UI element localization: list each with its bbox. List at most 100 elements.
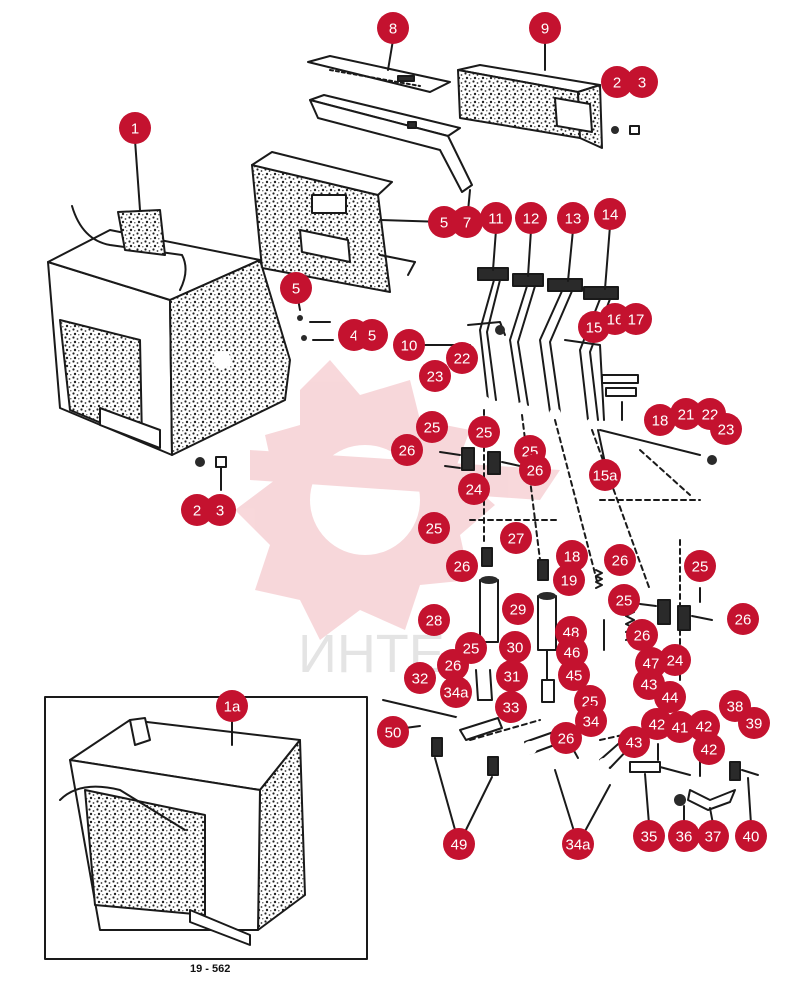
- callout-label: 30: [507, 640, 524, 657]
- callout-badge: [204, 494, 236, 526]
- callout-badge: [626, 619, 658, 651]
- lower-left-linkage: [382, 669, 503, 776]
- callout-label: 24: [466, 482, 483, 499]
- callout-11: 11: [480, 202, 512, 234]
- callout-badge: [440, 676, 472, 708]
- callout-label: 36: [676, 829, 693, 846]
- callout-label: 43: [641, 677, 658, 694]
- assembly-drawing: 19 - 562: [44, 39, 759, 975]
- callout-label: 4: [350, 328, 358, 345]
- callout-27: 27: [500, 522, 532, 554]
- callout-badge: [727, 603, 759, 635]
- callout-label: 25: [426, 521, 443, 538]
- callout-14: 14: [594, 198, 626, 230]
- callout-label: 19: [561, 573, 578, 590]
- callout-18: 18: [644, 404, 676, 436]
- callout-badge: [738, 707, 770, 739]
- callout-15a: 15a: [589, 459, 621, 491]
- callout-label: 26: [558, 731, 575, 748]
- callout-37: 37: [697, 820, 729, 852]
- figure-caption: 19 - 562: [190, 963, 230, 975]
- callout-26: 26: [727, 603, 759, 635]
- callout-26: 26: [519, 454, 551, 486]
- callout-badge: [529, 12, 561, 44]
- callout-badge: [419, 360, 451, 392]
- inset-1a: [44, 696, 368, 960]
- callout-26: 26: [604, 544, 636, 576]
- callout-badge: [500, 522, 532, 554]
- callout-34a: 34a: [440, 676, 472, 708]
- callout-badge: [356, 319, 388, 351]
- callout-label: 5: [368, 328, 376, 345]
- callout-label: 2: [193, 503, 201, 520]
- callout-badge: [664, 711, 696, 743]
- callout-1a: 1a: [216, 690, 248, 722]
- callout-25: 25: [608, 584, 640, 616]
- callout-30: 30: [499, 631, 531, 663]
- callout-28: 28: [418, 604, 450, 636]
- callout-3: 3: [204, 494, 236, 526]
- callout-25: 25: [684, 550, 716, 582]
- callout-31: 31: [496, 660, 528, 692]
- callout-badge: [181, 494, 213, 526]
- callout-label: 34a: [565, 837, 591, 854]
- callout-label: 28: [426, 613, 443, 630]
- callout-label: 27: [508, 531, 525, 548]
- callout-badge: [446, 550, 478, 582]
- callout-label: 24: [667, 653, 684, 670]
- callout-badge: [557, 202, 589, 234]
- callout-19: 19: [553, 564, 585, 596]
- callout-18: 18: [556, 540, 588, 572]
- callout-12: 12: [515, 202, 547, 234]
- callout-22: 22: [446, 342, 478, 374]
- callout-badge: [377, 716, 409, 748]
- cross-shaft: [599, 374, 726, 466]
- callout-label: 34a: [443, 685, 469, 702]
- callout-26: 26: [446, 550, 478, 582]
- callout-badge: [418, 604, 450, 636]
- callout-badge: [404, 662, 436, 694]
- callout-badge: [416, 411, 448, 443]
- callout-badge: [589, 459, 621, 491]
- callout-badge: [502, 593, 534, 625]
- callout-badge: [556, 636, 588, 668]
- callout-label: 16: [607, 312, 624, 329]
- callout-label: 25: [692, 559, 709, 576]
- callout-label: 23: [427, 369, 444, 386]
- callout-42: 42: [693, 733, 725, 765]
- callout-label: 26: [612, 553, 629, 570]
- callout-label: 9: [541, 21, 549, 38]
- callout-badge: [451, 206, 483, 238]
- callout-badge: [495, 691, 527, 723]
- callout-label: 50: [385, 725, 402, 742]
- callout-label: 23: [718, 422, 735, 439]
- callout-label: 42: [701, 742, 718, 759]
- callout-7: 7: [451, 206, 483, 238]
- callout-label: 37: [705, 829, 722, 846]
- callout-badge: [626, 66, 658, 98]
- callout-label: 22: [454, 351, 471, 368]
- callout-39: 39: [738, 707, 770, 739]
- callout-label: 31: [504, 669, 521, 686]
- callout-35: 35: [633, 820, 665, 852]
- callout-label: 12: [523, 211, 540, 228]
- callout-label: 42: [649, 717, 666, 734]
- rods-middle: [479, 547, 557, 703]
- callout-label: 21: [678, 407, 695, 424]
- callout-26: 26: [626, 619, 658, 651]
- callout-label: 45: [566, 668, 583, 685]
- callout-13: 13: [557, 202, 589, 234]
- callout-badge: [418, 512, 450, 544]
- callout-label: 17: [628, 312, 645, 329]
- callout-label: 18: [652, 413, 669, 430]
- callout-32: 32: [404, 662, 436, 694]
- callout-label: 43: [626, 735, 643, 752]
- clevis-upper: [439, 447, 521, 475]
- callout-label: 32: [412, 671, 429, 688]
- callout-badge: [119, 112, 151, 144]
- callout-badge: [644, 404, 676, 436]
- callout-10: 10: [393, 329, 425, 361]
- callout-label: 25: [424, 420, 441, 437]
- callout-label: 46: [564, 645, 581, 662]
